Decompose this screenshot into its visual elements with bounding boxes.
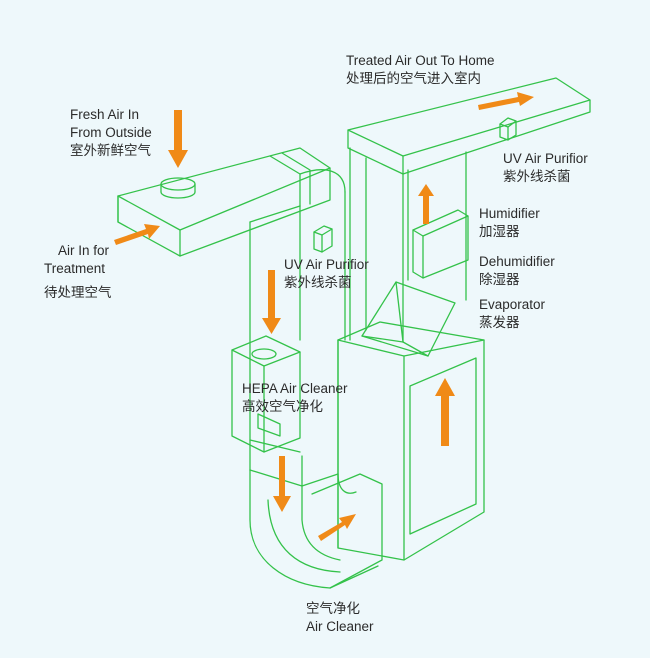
air-handler-cabinet [337, 321, 485, 561]
arrow-treated-out [478, 92, 534, 110]
label-evaporator-en: Evaporator [479, 297, 546, 312]
arrow-uv-mid-down [262, 270, 281, 334]
label-air-in-treatment-en1: Air In for [58, 243, 110, 258]
label-fresh-air-in: Fresh Air In From Outside 室外新鲜空气 [70, 106, 152, 160]
return-elbow-duct [249, 439, 383, 589]
evaporator-coil [361, 281, 456, 357]
label-uv-purifier-mid-zh: 紫外线杀菌 [284, 275, 352, 290]
label-uv-purifier-mid-en: UV Air Purifior [284, 257, 369, 272]
label-treated-air-out-en: Treated Air Out To Home [346, 53, 495, 68]
label-air-cleaner: 空气净化 Air Cleaner [306, 600, 374, 636]
label-dehumidifier-zh: 除湿器 [479, 272, 520, 287]
label-uv-purifier-top-zh: 紫外线杀菌 [503, 169, 571, 184]
label-humidifier: Humidifier 加湿器 [479, 205, 540, 241]
label-treated-air-out-zh: 处理后的空气进入室内 [346, 71, 481, 86]
label-dehumidifier: Dehumidifier 除湿器 [479, 253, 555, 289]
label-hepa-air-cleaner: HEPA Air Cleaner 高效空气净化 [242, 380, 348, 416]
vertical-trunk [349, 147, 467, 343]
hepa-filter-box [231, 335, 301, 453]
label-uv-purifier-mid: UV Air Purifior 紫外线杀菌 [284, 256, 369, 292]
uv-purifier-top-box [499, 117, 517, 141]
label-hepa-air-cleaner-zh: 高效空气净化 [242, 399, 323, 414]
fresh-air-intake-cap [160, 177, 196, 199]
label-air-cleaner-en: Air Cleaner [306, 619, 374, 634]
label-evaporator-zh: 蒸发器 [479, 315, 520, 330]
outlet-duct [347, 77, 591, 175]
arrow-elbow-diagonal [318, 514, 356, 541]
label-humidifier-zh: 加湿器 [479, 224, 520, 239]
label-uv-purifier-top-en: UV Air Purifior [503, 151, 588, 166]
label-dehumidifier-en: Dehumidifier [479, 254, 555, 269]
uv-purifier-mid-box [313, 225, 333, 253]
label-fresh-air-in-zh: 室外新鲜空气 [70, 143, 151, 158]
fresh-air-inlet-duct [117, 147, 331, 257]
label-uv-purifier-top: UV Air Purifior 紫外线杀菌 [503, 150, 588, 186]
label-humidifier-en: Humidifier [479, 206, 540, 221]
label-air-in-treatment: Air In for Treatment 待处理空气 [44, 242, 112, 302]
label-treated-air-out: Treated Air Out To Home 处理后的空气进入室内 [346, 52, 495, 88]
humidifier-panel [412, 209, 469, 279]
arrow-air-in-treatment [114, 224, 160, 245]
label-fresh-air-in-en1: Fresh Air In [70, 107, 140, 122]
arrow-cabinet-up [435, 378, 455, 446]
arrow-fresh-air-down [168, 110, 188, 168]
arrow-lower-down [273, 456, 291, 512]
supply-downpipe [249, 169, 346, 471]
label-hepa-air-cleaner-en: HEPA Air Cleaner [242, 381, 348, 396]
label-air-in-treatment-zh: 待处理空气 [44, 285, 112, 300]
label-evaporator: Evaporator 蒸发器 [479, 296, 545, 332]
label-air-in-treatment-en2: Treatment [44, 261, 106, 276]
arrow-humidifier-up [418, 184, 434, 224]
label-air-cleaner-zh: 空气净化 [306, 601, 360, 616]
label-fresh-air-in-en2: From Outside [70, 125, 152, 140]
